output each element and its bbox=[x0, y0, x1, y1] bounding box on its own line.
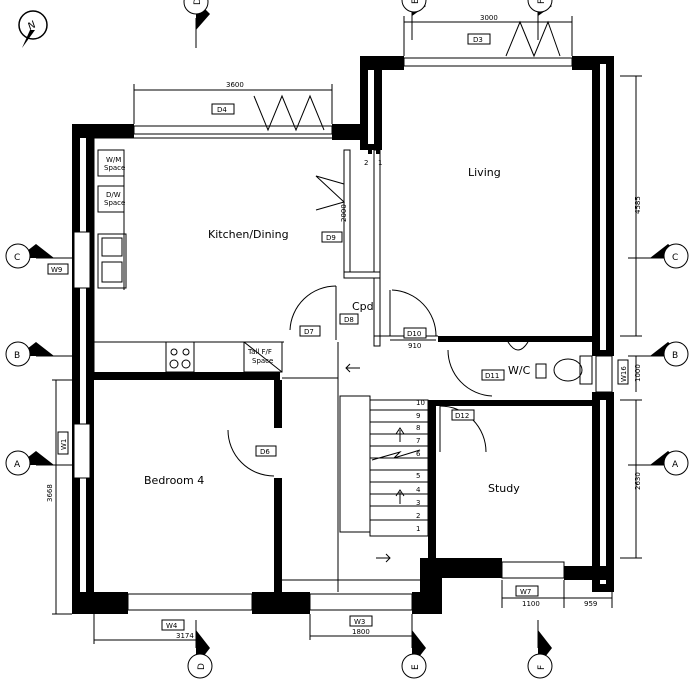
dim-d3-width: 3000 bbox=[480, 14, 498, 22]
stair-step-3: 3 bbox=[416, 499, 420, 507]
dim-d4-width: 3600 bbox=[226, 81, 244, 89]
tag-d3: D3 bbox=[473, 36, 483, 44]
section-e-bottom-label: E bbox=[411, 664, 421, 670]
tag-d8: D8 bbox=[344, 316, 354, 324]
section-f-top-label: F bbox=[537, 0, 547, 4]
compass-label: N bbox=[26, 19, 38, 33]
tag-w9: W9 bbox=[51, 266, 62, 274]
dim-bedroom-height: 3668 bbox=[46, 484, 54, 502]
element-tags: D3 D4 D9 D7 D8 D10 D11 D12 D6 W9 W1 W4 W… bbox=[47, 33, 629, 631]
section-a-right-icon: A bbox=[628, 450, 689, 476]
section-c-left-icon: C bbox=[5, 243, 72, 269]
room-living: Living bbox=[468, 166, 501, 179]
dim-d9-height: 2000 bbox=[340, 204, 348, 222]
tag-d10: D10 bbox=[407, 330, 421, 338]
wc-fixtures bbox=[507, 341, 593, 385]
section-c-right-icon: C bbox=[628, 243, 689, 269]
section-b-right-label: B bbox=[672, 351, 678, 361]
tag-d6: D6 bbox=[260, 448, 270, 456]
dim-w4-width: 3174 bbox=[176, 632, 194, 640]
tag-w7: W7 bbox=[520, 588, 531, 596]
section-b-right-icon: B bbox=[628, 341, 689, 367]
cupboard-marker-2: 2 bbox=[364, 159, 368, 167]
section-c-right-label: C bbox=[672, 253, 678, 263]
stair-step-5: 5 bbox=[416, 472, 420, 480]
cupboard-marker-1: 1 bbox=[378, 159, 382, 167]
interior-lines bbox=[93, 137, 438, 592]
section-d-bottom-label: D bbox=[197, 663, 207, 670]
section-d-bottom-icon: D bbox=[187, 620, 213, 679]
cupboard-details: 2 1 bbox=[364, 150, 382, 167]
section-f-bottom-icon: F bbox=[527, 620, 553, 679]
dim-study-height: 2630 bbox=[634, 472, 642, 490]
room-labels: Kitchen/Dining Living Cpd W/C Bedroom 4 … bbox=[144, 166, 531, 495]
room-kitchen-dining: Kitchen/Dining bbox=[208, 228, 289, 241]
section-a-left-icon: A bbox=[5, 450, 72, 476]
tag-w3: W3 bbox=[354, 618, 365, 626]
tag-w4: W4 bbox=[166, 622, 178, 630]
windows bbox=[73, 57, 613, 611]
north-compass-icon: N bbox=[18, 10, 48, 48]
section-a-left-label: A bbox=[14, 460, 21, 470]
tag-d7: D7 bbox=[304, 328, 314, 336]
section-e-top-label: E bbox=[411, 0, 421, 4]
tag-w1: W1 bbox=[60, 439, 68, 450]
section-e-bottom-icon: E bbox=[401, 620, 427, 679]
dim-w7-width: 1100 bbox=[522, 600, 540, 608]
stair-step-8: 8 bbox=[416, 424, 420, 432]
section-b-left-label: B bbox=[14, 351, 20, 361]
section-f-top-icon: F bbox=[527, 0, 553, 40]
dim-w7-offset: 959 bbox=[584, 600, 597, 608]
section-c-left-label: C bbox=[14, 253, 20, 263]
exterior-walls bbox=[72, 56, 614, 614]
stair-step-1: 1 bbox=[416, 525, 420, 533]
tag-d11: D11 bbox=[485, 372, 499, 380]
stair-step-6: 6 bbox=[416, 450, 421, 458]
dim-w3-width: 1800 bbox=[352, 628, 370, 636]
section-e-top-icon: E bbox=[401, 0, 427, 40]
tag-d4: D4 bbox=[217, 106, 227, 114]
stair-step-2: 2 bbox=[416, 512, 420, 520]
room-study: Study bbox=[488, 482, 520, 495]
stair-step-4: 4 bbox=[416, 486, 421, 494]
tag-w16: W16 bbox=[620, 366, 628, 382]
section-b-left-icon: B bbox=[5, 341, 72, 367]
stair-step-9: 9 bbox=[416, 412, 420, 420]
room-wc: W/C bbox=[508, 364, 531, 377]
dim-d10-width: 910 bbox=[408, 342, 421, 350]
dimension-lines: 3000 3600 2000 4585 910 1000 3668 2630 1… bbox=[46, 14, 642, 644]
section-markers: C C B B A bbox=[5, 0, 689, 679]
stair-step-10: 10 bbox=[416, 399, 425, 407]
section-d-top-label: D bbox=[193, 0, 203, 5]
room-cupboard: Cpd bbox=[352, 300, 374, 313]
section-a-right-label: A bbox=[672, 460, 679, 470]
dim-living-height: 4585 bbox=[634, 196, 642, 214]
dim-w16-width: 1000 bbox=[634, 364, 642, 382]
section-f-bottom-label: F bbox=[537, 665, 547, 670]
tag-d12: D12 bbox=[455, 412, 469, 420]
room-bedroom-4: Bedroom 4 bbox=[144, 474, 204, 487]
section-d-top-icon: D bbox=[183, 0, 210, 48]
staircase: 10 9 8 7 6 5 4 3 2 1 bbox=[345, 363, 428, 563]
tag-d9: D9 bbox=[326, 234, 336, 242]
stair-step-7: 7 bbox=[416, 437, 420, 445]
